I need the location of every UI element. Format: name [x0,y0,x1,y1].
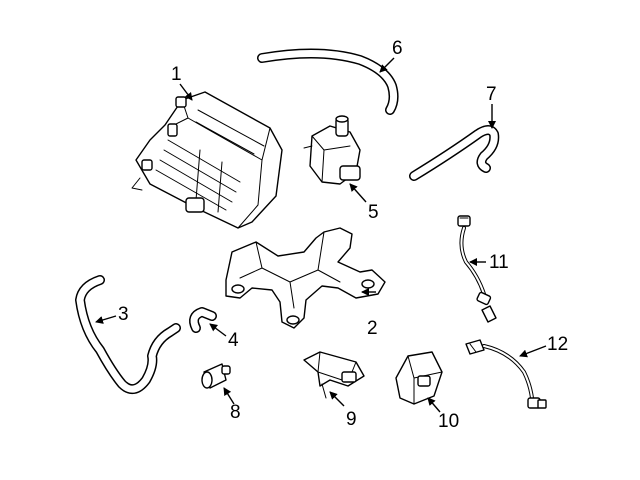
part-1-canister [131,91,283,229]
callout-10: 10 [438,411,459,432]
leader-lines [95,57,547,413]
callout-6: 6 [392,38,403,59]
part-2-bracket [225,227,386,329]
part-12-o2-sensor [465,339,547,409]
callout-11: 11 [489,252,509,273]
callout-1: 1 [171,64,182,85]
callout-2: 2 [367,318,378,339]
part-7-hose [409,125,500,181]
part-11-o2-sensor [457,215,497,323]
callout-8: 8 [230,402,241,423]
callout-labels: 1 2 3 4 5 6 7 8 9 10 11 12 [118,38,568,432]
part-10-module [395,351,443,405]
part-9-sensor [303,351,365,399]
part-6-hose [257,48,399,115]
callout-5: 5 [368,202,379,223]
part-3-hose [75,275,181,395]
callout-4: 4 [228,330,239,351]
part-8-filter [201,363,231,389]
callout-3: 3 [118,304,129,325]
part-5-pump [303,115,361,185]
callout-12: 12 [547,334,568,355]
callout-7: 7 [486,84,497,105]
part-4-elbow [189,307,217,333]
callout-9: 9 [346,409,357,430]
